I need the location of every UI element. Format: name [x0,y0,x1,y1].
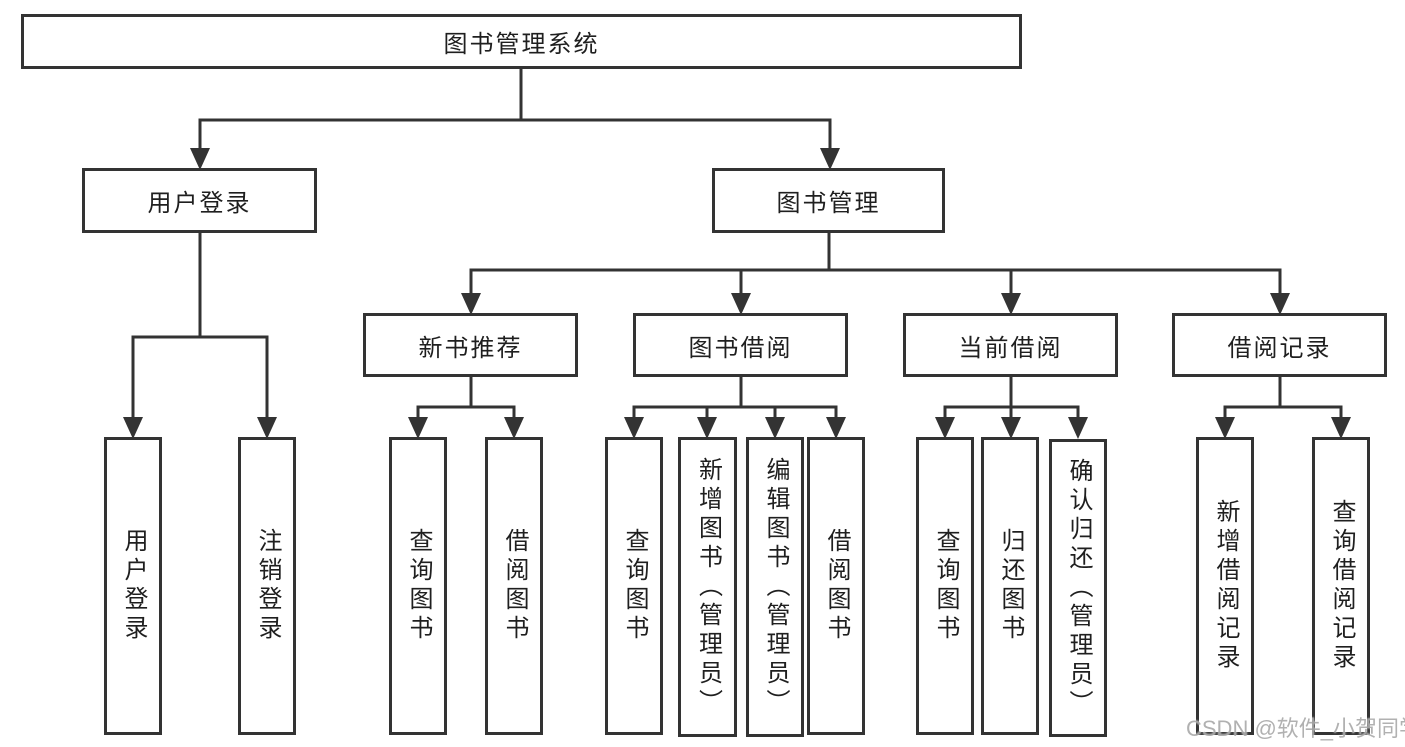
node-leaf-edit-books-admin: 编辑图书（管理员） [746,437,804,737]
connector-borrowing-records-to-leaves [1223,375,1343,423]
arrowhead-leaf-return-books [1001,417,1021,439]
node-label: 查询图书 [621,528,648,644]
node-leaf-add-books-admin: 新增图书（管理员） [678,437,737,737]
node-label: 查询图书 [405,528,432,644]
node-label: 借阅图书 [501,528,528,644]
node-label: 编辑图书（管理员） [762,456,789,718]
node-library-management-system: 图书管理系统 [21,14,1022,69]
connector-user-login-to-leaves [131,231,269,423]
connector-root-to-level2 [198,67,832,152]
arrowhead-leaf-user-login [123,417,143,439]
node-label: 新增借阅记录 [1212,499,1239,673]
node-leaf-query-books-3: 查询图书 [916,437,974,735]
arrowhead-leaf-query-borrow-record [1331,417,1351,439]
connector-book-mgmt-to-level3 [469,231,1282,299]
node-leaf-confirm-return-admin: 确认归还（管理员） [1049,439,1107,737]
node-book-borrowing: 图书借阅 [633,313,848,377]
node-label: 当前借阅 [958,334,1063,362]
node-label: 确认归还（管理员） [1065,457,1092,719]
arrowhead-borrowing-records [1270,293,1290,315]
arrowhead-leaf-confirm-return [1068,417,1088,439]
node-label: 图书管理系统 [443,31,600,58]
node-label: 图书管理 [776,190,881,217]
arrowhead-leaf-add-borrow-record [1215,417,1235,439]
arrowhead-current-borrowing [1001,293,1021,315]
arrowhead-leaf-add-books [697,417,717,439]
csdn-watermark: CSDN @软件_小贺同学 [1186,716,1405,741]
arrowhead-user-login [190,148,210,170]
arrowhead-book-borrowing [731,293,751,315]
node-leaf-return-books: 归还图书 [981,437,1039,735]
node-current-borrowing: 当前借阅 [903,313,1118,377]
arrowhead-leaf-query-books-2 [624,417,644,439]
node-leaf-borrow-books-1: 借阅图书 [485,437,543,735]
connector-new-book-recommend-to-leaves [416,375,516,423]
node-label: 归还图书 [997,528,1024,644]
node-leaf-add-borrow-record: 新增借阅记录 [1196,437,1254,735]
node-label: 新增图书（管理员） [694,456,722,718]
node-label: 新书推荐 [418,334,523,362]
node-label: 借阅记录 [1227,334,1332,362]
arrowhead-leaf-query-books-1 [408,417,428,439]
connector-current-borrowing-to-leaves [943,375,1080,423]
node-leaf-user-login: 用户登录 [104,437,162,735]
arrowhead-book-mgmt [820,148,840,170]
node-label: 借阅图书 [823,528,850,644]
arrowhead-leaf-borrow-books-1 [504,417,524,439]
node-label: 用户登录 [147,190,252,217]
node-label: 查询图书 [932,528,959,644]
node-book-management: 图书管理 [712,168,945,233]
node-label: 注销登录 [254,528,281,644]
arrowhead-leaf-edit-books [765,417,785,439]
node-leaf-logout: 注销登录 [238,437,296,735]
arrowhead-leaf-borrow-books-2 [826,417,846,439]
node-label: 图书借阅 [688,334,793,362]
connector-book-borrowing-to-leaves [632,375,838,423]
node-new-book-recommend: 新书推荐 [363,313,578,377]
node-user-login: 用户登录 [82,168,317,233]
node-label: 查询借阅记录 [1328,499,1355,673]
node-leaf-query-borrow-record: 查询借阅记录 [1312,437,1370,735]
node-label: 用户登录 [120,528,147,644]
node-borrowing-records: 借阅记录 [1172,313,1387,377]
node-leaf-query-books-2: 查询图书 [605,437,663,735]
arrowhead-leaf-logout [257,417,277,439]
node-leaf-query-books-1: 查询图书 [389,437,447,735]
node-leaf-borrow-books-2: 借阅图书 [807,437,865,735]
arrowhead-new-book-recommend [461,293,481,315]
arrowhead-leaf-query-books-3 [935,417,955,439]
